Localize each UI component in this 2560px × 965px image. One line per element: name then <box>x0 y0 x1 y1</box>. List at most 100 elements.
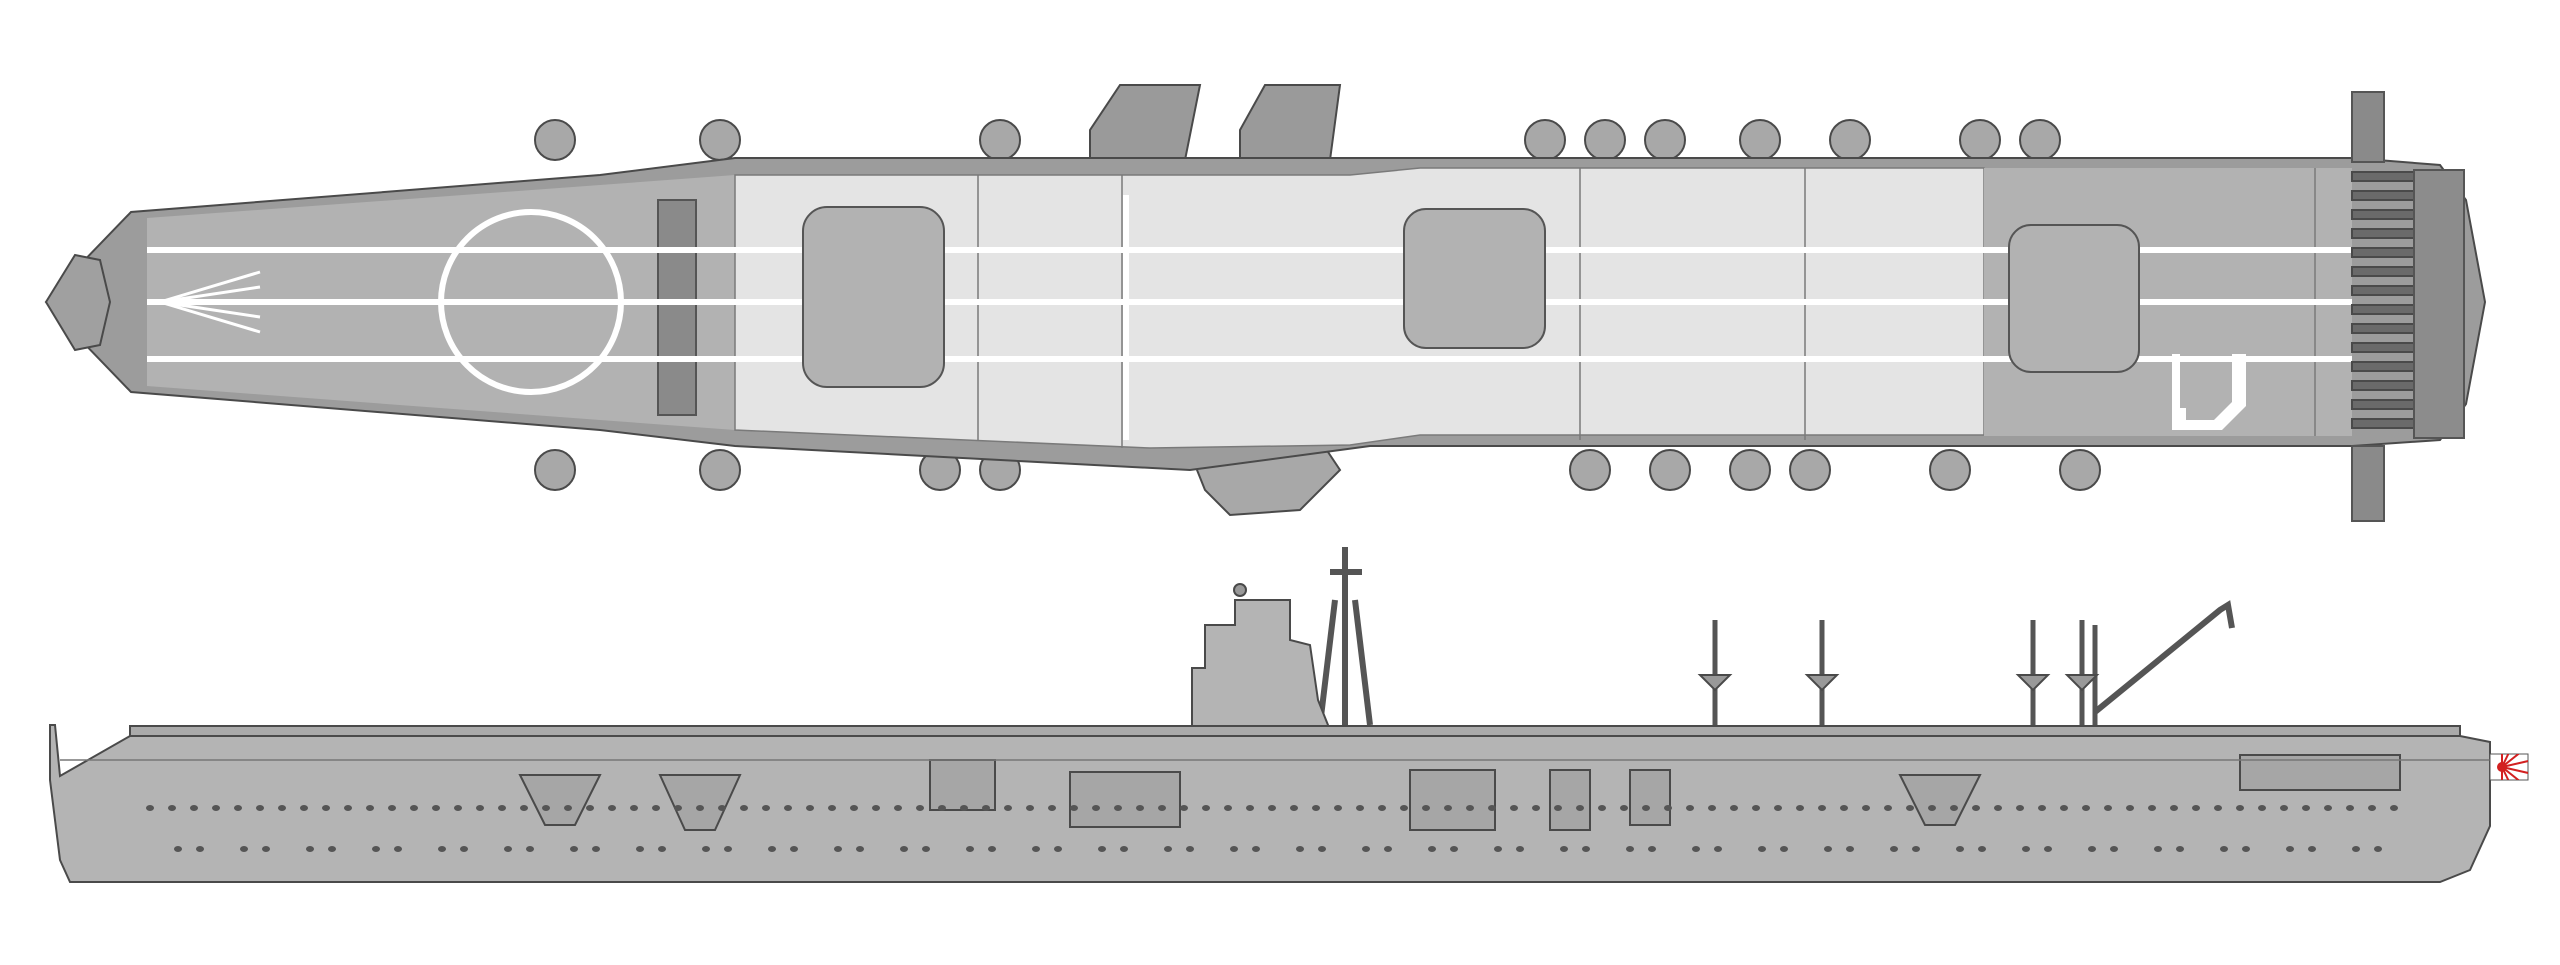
porthole <box>1576 805 1584 811</box>
stern-stripe <box>2351 304 2415 315</box>
portholes <box>146 805 2398 852</box>
flag-ray <box>2501 766 2520 780</box>
gun-tub <box>1649 449 1691 491</box>
porthole <box>900 846 908 852</box>
porthole <box>1890 846 1898 852</box>
porthole <box>306 846 314 852</box>
wind-indicator <box>159 270 261 334</box>
elevators <box>802 206 2140 388</box>
stern-stripe <box>2351 361 2415 372</box>
porthole <box>1884 805 1892 811</box>
stern-stripe <box>2351 323 2415 334</box>
stern-stripe <box>2351 380 2415 391</box>
porthole <box>1224 805 1232 811</box>
gun-tub <box>1524 119 1566 161</box>
porthole <box>1648 846 1656 852</box>
porthole <box>1972 805 1980 811</box>
porthole <box>1136 805 1144 811</box>
porthole <box>1780 846 1788 852</box>
porthole <box>410 805 418 811</box>
stern-stripe <box>2351 418 2415 429</box>
porthole <box>1004 805 1012 811</box>
tripod-mast <box>1317 547 1373 726</box>
mast-platforms <box>1697 674 2100 692</box>
stern-stripe <box>2351 285 2415 296</box>
stern-stripe <box>2351 190 2415 201</box>
porthole <box>278 805 286 811</box>
porthole <box>834 846 842 852</box>
porthole <box>1714 846 1722 852</box>
porthole <box>630 805 638 811</box>
porthole <box>2368 805 2376 811</box>
flag-ray <box>2501 766 2510 780</box>
porthole <box>570 846 578 852</box>
stern-stripe <box>2351 228 2415 239</box>
porthole <box>1070 805 1078 811</box>
side-view <box>49 547 2529 883</box>
elevator-aft <box>2008 224 2140 373</box>
elevator-middle <box>1403 208 1546 349</box>
porthole <box>2154 846 2162 852</box>
porthole <box>2104 805 2112 811</box>
porthole <box>328 846 336 852</box>
porthole <box>850 805 858 811</box>
porthole <box>174 846 182 852</box>
porthole <box>1824 846 1832 852</box>
porthole <box>1114 805 1122 811</box>
porthole <box>806 805 814 811</box>
porthole <box>784 805 792 811</box>
porthole <box>1950 805 1958 811</box>
porthole <box>1428 846 1436 852</box>
porthole <box>1202 805 1210 811</box>
porthole <box>190 805 198 811</box>
porthole <box>1268 805 1276 811</box>
porthole <box>966 846 974 852</box>
porthole <box>2038 805 2046 811</box>
porthole <box>608 805 616 811</box>
porthole <box>300 805 308 811</box>
stern-stripe <box>2351 247 2415 258</box>
gun-tub <box>1739 119 1781 161</box>
porthole <box>1818 805 1826 811</box>
porthole <box>2286 846 2294 852</box>
porthole <box>1318 846 1326 852</box>
porthole <box>2242 846 2250 852</box>
porthole <box>1356 805 1364 811</box>
stern-stripe <box>2351 266 2415 277</box>
porthole <box>344 805 352 811</box>
deck-circle <box>438 209 624 395</box>
porthole <box>636 846 644 852</box>
porthole <box>960 805 968 811</box>
stern-stripe <box>2351 399 2415 410</box>
porthole <box>586 805 594 811</box>
porthole <box>168 805 176 811</box>
stern-stripe <box>2351 342 2415 353</box>
porthole <box>1444 805 1452 811</box>
porthole <box>894 805 902 811</box>
top-view <box>44 84 2487 522</box>
gun-tub <box>1569 449 1611 491</box>
porthole <box>2082 805 2090 811</box>
porthole <box>366 805 374 811</box>
flight-deck-side <box>129 725 2461 737</box>
porthole <box>2220 846 2228 852</box>
porthole <box>1488 805 1496 811</box>
porthole <box>592 846 600 852</box>
porthole <box>1906 805 1914 811</box>
porthole <box>1796 805 1804 811</box>
porthole <box>1626 846 1634 852</box>
porthole <box>1598 805 1606 811</box>
flag-ray <box>2501 754 2510 768</box>
stern-hatch <box>2413 169 2465 439</box>
porthole <box>1032 846 1040 852</box>
porthole <box>2374 846 2382 852</box>
crane <box>2093 600 2235 715</box>
porthole <box>2170 805 2178 811</box>
porthole <box>1450 846 1458 852</box>
porthole <box>498 805 506 811</box>
deck-white-lines <box>147 247 2352 362</box>
gun-tub <box>534 119 576 161</box>
gun-tub <box>1729 449 1771 491</box>
porthole <box>1164 846 1172 852</box>
gun-tub <box>1584 119 1626 161</box>
